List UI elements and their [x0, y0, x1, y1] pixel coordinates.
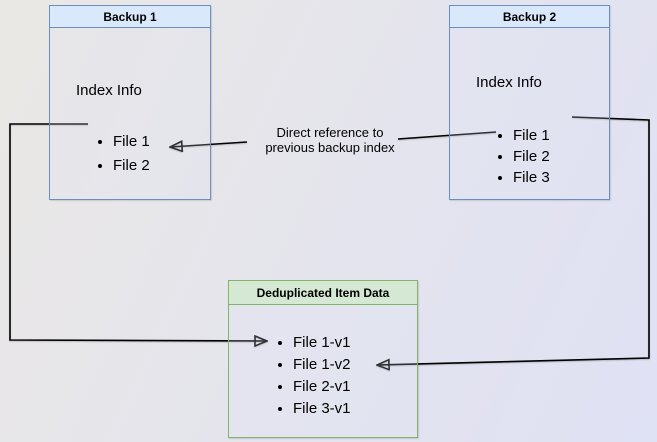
backup2-file-list: File 1File 2File 3 — [450, 125, 609, 188]
file-list-item: File 1 — [113, 130, 210, 154]
dedup-file-list: File 1-v1File 1-v2File 2-v1File 3-v1 — [229, 332, 417, 420]
file-list-item: File 1-v2 — [293, 354, 417, 376]
dedup-body: File 1-v1File 1-v2File 2-v1File 3-v1 — [229, 305, 417, 437]
direct-reference-label: Direct reference to previous backup inde… — [230, 125, 430, 155]
file-list-item: File 1-v1 — [293, 332, 417, 354]
backup1-title: Backup 1 — [50, 6, 210, 28]
file-list-item: File 2 — [513, 146, 609, 167]
backup2-box: Backup 2 Index Info File 1File 2File 3 — [449, 5, 610, 200]
file-list-item: File 1 — [513, 125, 609, 146]
backup1-file-list: File 1File 2 — [50, 130, 210, 178]
backup2-title: Backup 2 — [450, 6, 609, 28]
dedup-box: Deduplicated Item Data File 1-v1File 1-v… — [228, 280, 418, 438]
direct-reference-label-line2: previous backup index — [265, 140, 395, 155]
backup2-subtitle: Index Info — [476, 74, 542, 91]
file-list-item: File 3-v1 — [293, 398, 417, 420]
backup1-subtitle: Index Info — [76, 82, 142, 99]
backup2-body: Index Info File 1File 2File 3 — [450, 28, 609, 200]
backup1-body: Index Info File 1File 2 — [50, 28, 210, 200]
backup1-box: Backup 1 Index Info File 1File 2 — [49, 5, 211, 200]
dedup-title: Deduplicated Item Data — [229, 281, 417, 305]
file-list-item: File 2 — [113, 154, 210, 178]
file-list-item: File 3 — [513, 167, 609, 188]
file-list-item: File 2-v1 — [293, 376, 417, 398]
direct-reference-label-line1: Direct reference to — [276, 125, 384, 140]
